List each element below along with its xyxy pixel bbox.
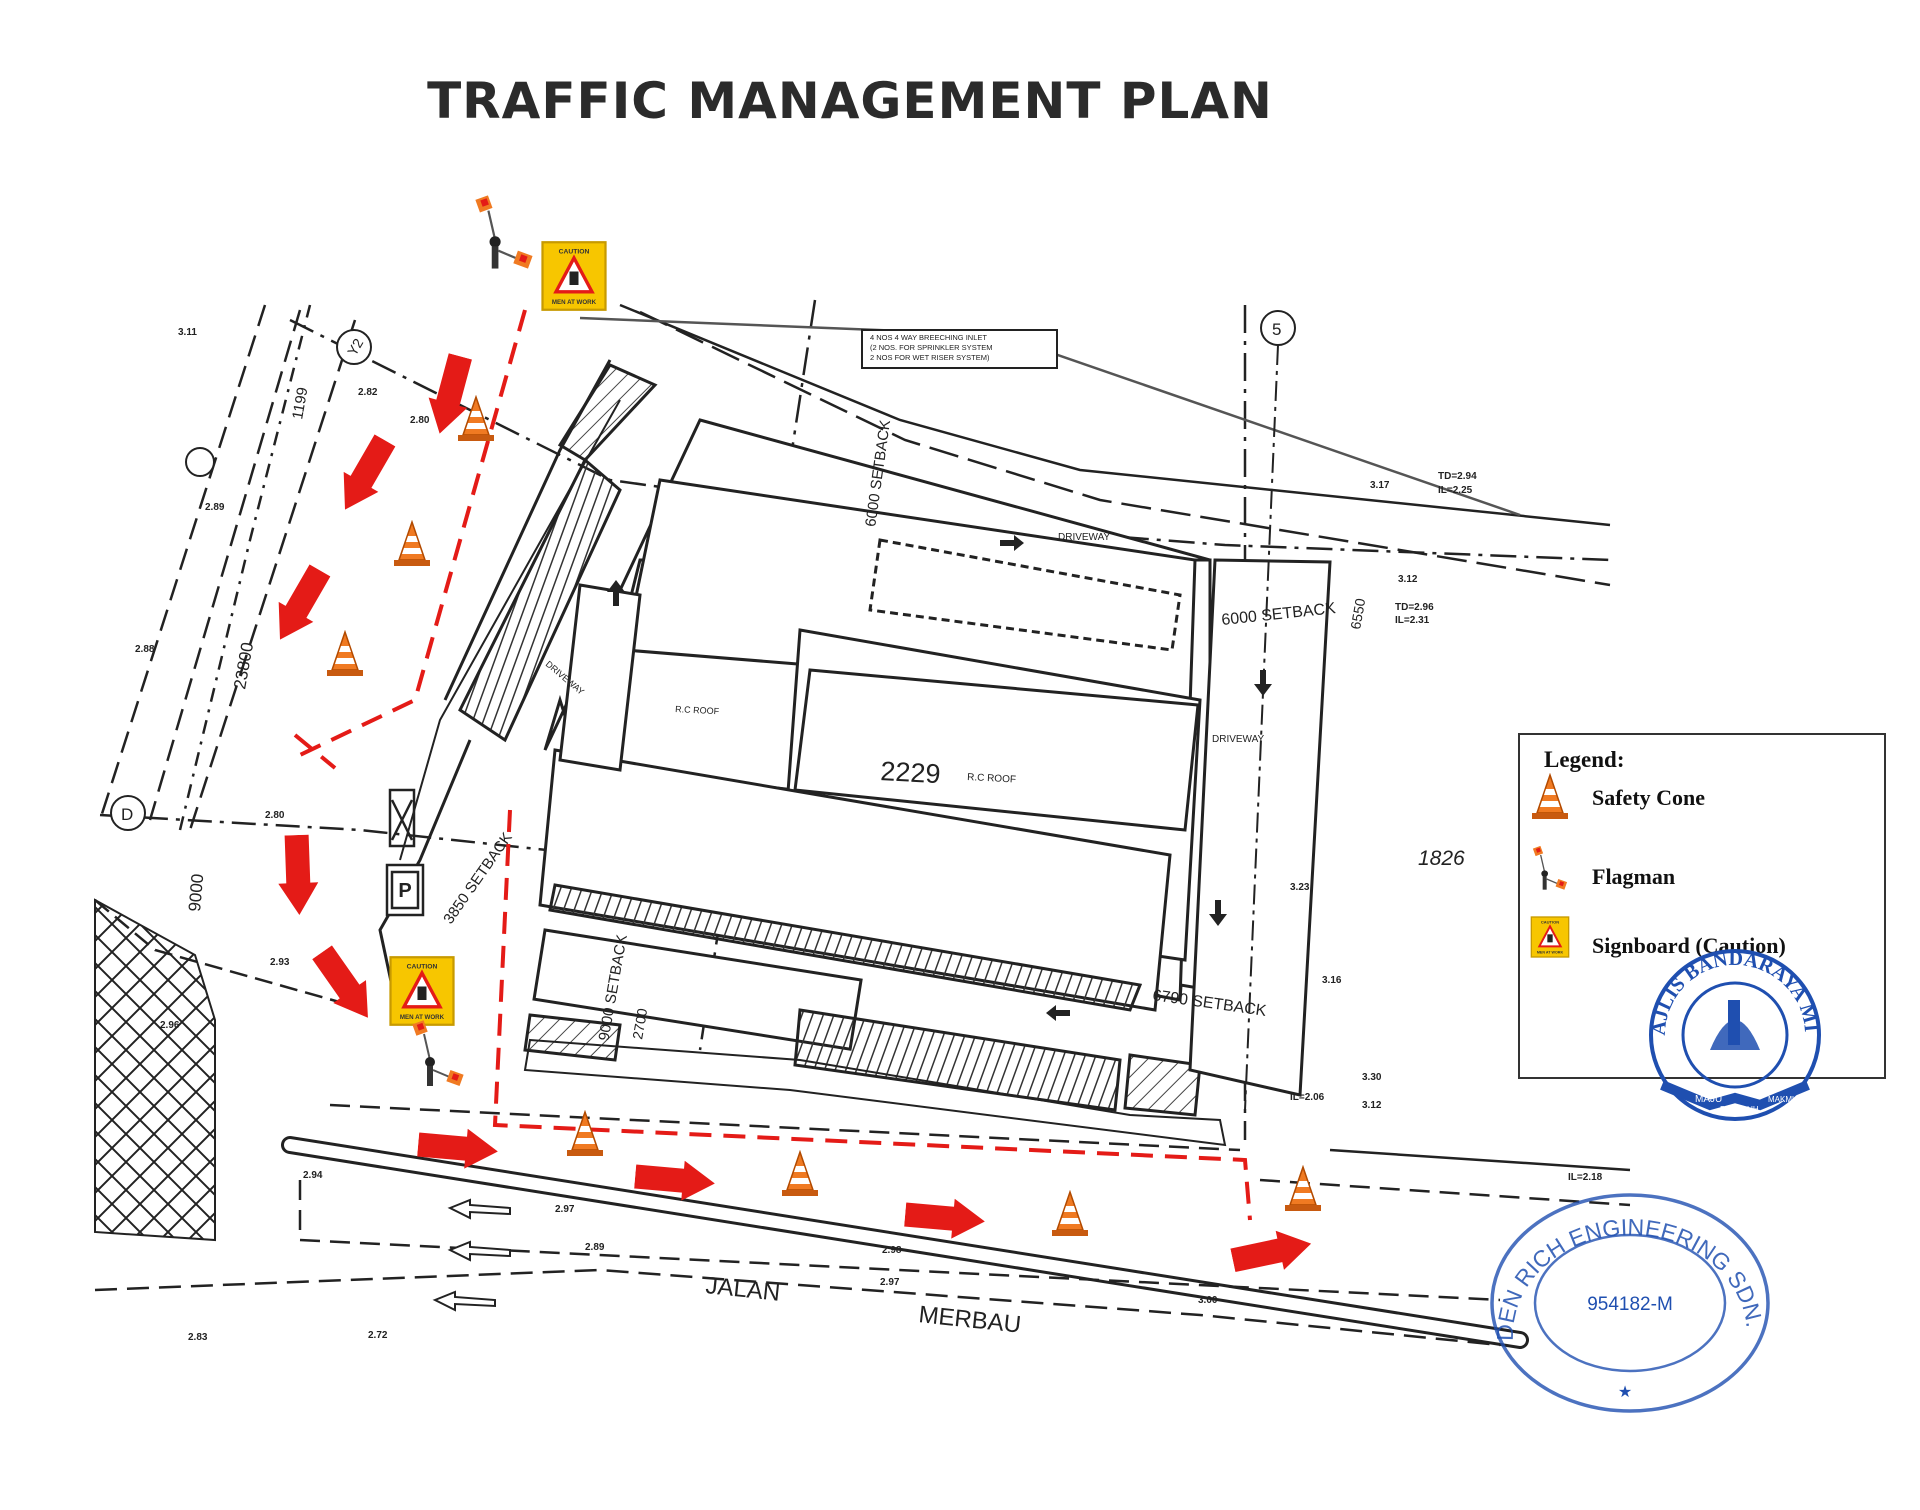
svg-text:★: ★ bbox=[1618, 1384, 1632, 1401]
breeching-inlet-note bbox=[861, 329, 1058, 369]
traffic-management-boundary bbox=[293, 309, 1252, 1221]
safety-cone-icon bbox=[1530, 773, 1570, 821]
accessible-parking: P bbox=[385, 788, 425, 917]
legend-title: Legend: bbox=[1544, 747, 1625, 772]
road-jalan-merbau bbox=[94, 1103, 1631, 1349]
signboard-icon bbox=[388, 955, 456, 1027]
council-stamp: MAJLIS BANDARAYA MIRI MAJU BERSAUH MAKMU… bbox=[1640, 930, 1822, 1121]
safety-cone-icon bbox=[393, 521, 431, 567]
company-stamp-text: GOLDEN RICH ENGINEERING SDN. BHD. bbox=[1485, 1185, 1768, 1341]
svg-text:GOLDEN RICH ENGINEERING SDN. B: GOLDEN RICH ENGINEERING SDN. BHD. bbox=[1485, 1185, 1768, 1341]
legend-item-flagman: Flagman bbox=[1530, 845, 1870, 895]
safety-cone-icon bbox=[1051, 1191, 1089, 1237]
safety-cone-icon bbox=[566, 1111, 604, 1157]
legend-item-safety-cone: Safety Cone bbox=[1530, 773, 1870, 823]
safety-cone-icon bbox=[326, 631, 364, 677]
road-direction-arrows bbox=[432, 1198, 511, 1312]
signboard-icon bbox=[540, 240, 608, 312]
company-reg-number: 954182-M bbox=[1587, 1294, 1673, 1315]
legend-label: Flagman bbox=[1592, 864, 1676, 889]
council-motto: BERSAUH bbox=[1720, 1105, 1759, 1114]
flagman-icon bbox=[1530, 845, 1570, 893]
flagman-icon bbox=[411, 1020, 465, 1088]
grid-markers bbox=[110, 310, 1296, 1111]
flagman-icon bbox=[474, 195, 534, 270]
safety-cone-icon bbox=[1284, 1166, 1322, 1212]
council-motto: MAJU bbox=[1695, 1094, 1722, 1105]
safety-cone-icon bbox=[781, 1151, 819, 1197]
legend-box: Legend: Safety Cone Flagman Signboard (C… bbox=[1518, 733, 1886, 1079]
main-building bbox=[523, 418, 1332, 1147]
council-motto: MAKMUR bbox=[1768, 1095, 1804, 1104]
adjacent-lot-hatch bbox=[94, 898, 216, 1242]
signboard-icon bbox=[1530, 915, 1570, 959]
page-title: TRAFFIC MANAGEMENT PLAN bbox=[427, 72, 1273, 130]
company-stamp: GOLDEN RICH ENGINEERING SDN. BHD. 954182… bbox=[1485, 1185, 1770, 1413]
svg-text:P: P bbox=[398, 880, 411, 902]
legend-label: Safety Cone bbox=[1592, 785, 1706, 810]
